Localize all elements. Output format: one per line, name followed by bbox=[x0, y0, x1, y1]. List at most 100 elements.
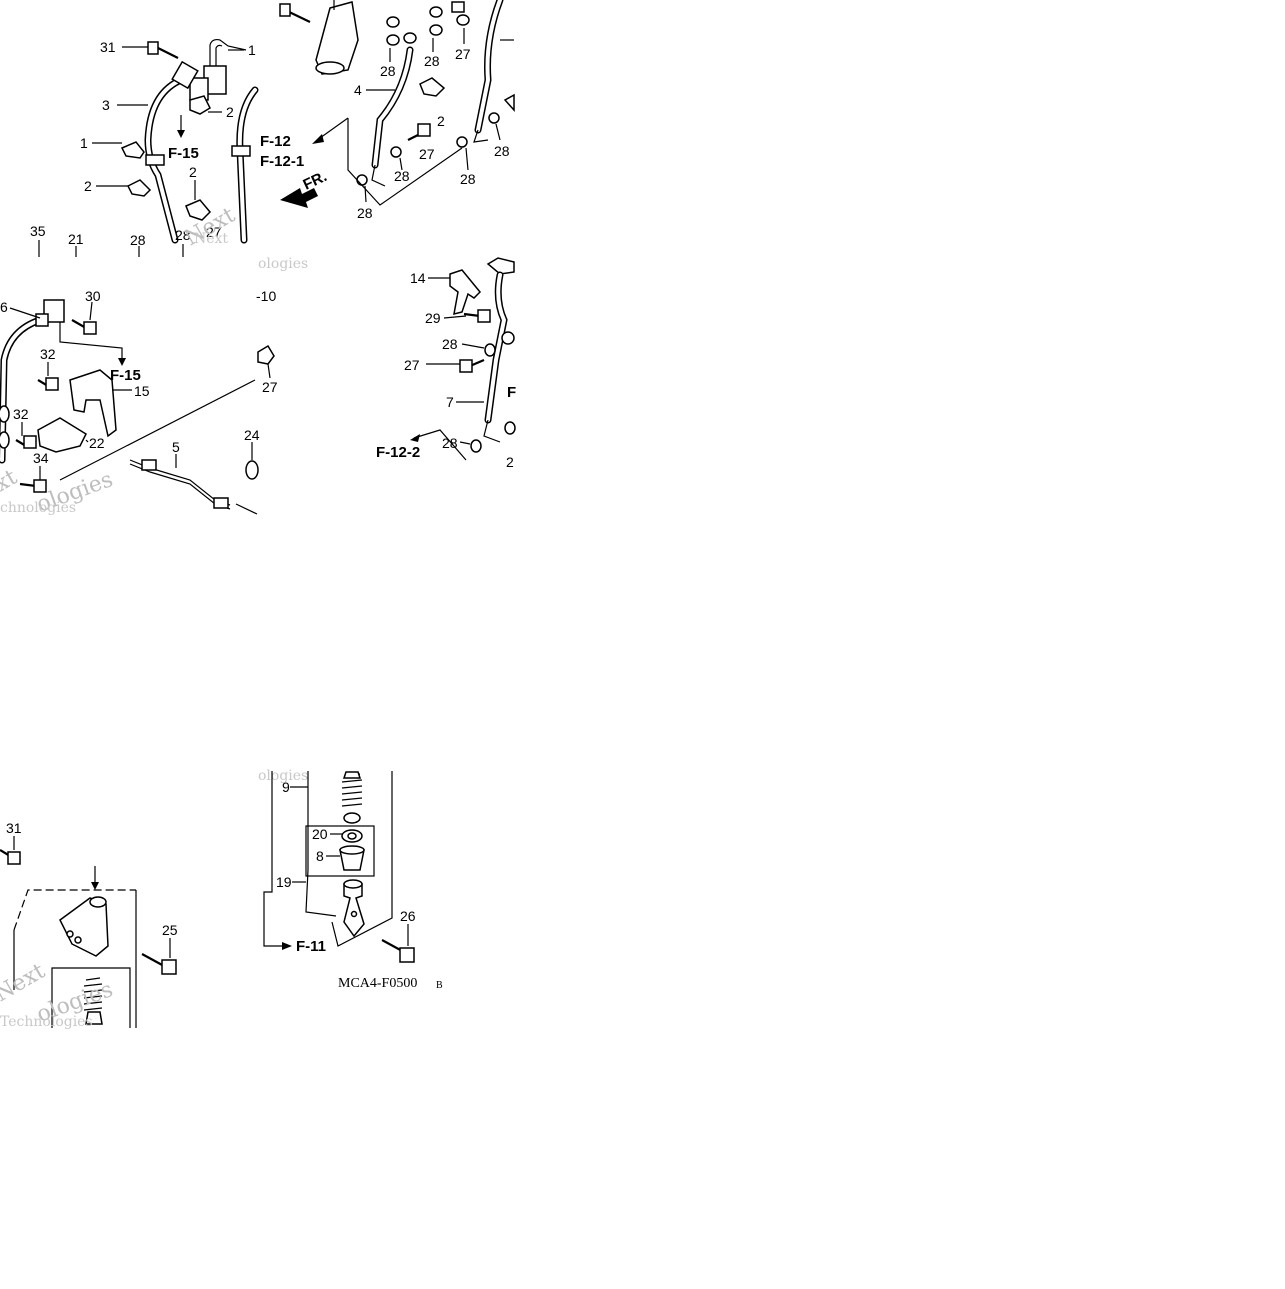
tile-mid-right: 14 29 28 27 7 28 2 F-12-2 F bbox=[376, 257, 516, 470]
bleeder-27-icon bbox=[257, 344, 275, 365]
callout-7: 7 bbox=[446, 394, 454, 410]
callout-5: 5 bbox=[172, 439, 180, 455]
callout-27-c: 27 bbox=[419, 146, 435, 162]
bolt-27-icon bbox=[407, 123, 431, 141]
tile-mid-left: 6 30 -10 32 15 27 32 22 24 5 34 F-15 xt … bbox=[0, 288, 278, 518]
ref-f15-mid: F-15 bbox=[110, 367, 141, 384]
bolt-29-icon bbox=[463, 309, 491, 323]
callout-1-cut: 1 bbox=[248, 42, 256, 58]
front-direction-arrow-icon bbox=[280, 188, 318, 208]
ring-icon bbox=[343, 812, 361, 824]
washer-icon bbox=[386, 16, 400, 28]
hose-band-icon bbox=[145, 154, 165, 166]
spring-icon bbox=[83, 977, 103, 1025]
bolt-30-icon bbox=[71, 319, 97, 335]
callout-9: 9 bbox=[282, 779, 290, 795]
tile-top-left: 31 1 3 2 2 1 2 27 35 21 28 28 F-15 Next … bbox=[30, 38, 259, 257]
watermark-next-bottom: Next bbox=[0, 959, 49, 1007]
tile-bottom-left: 31 25 Next ologies Technologies bbox=[0, 820, 178, 1030]
clip-1-icon bbox=[120, 141, 145, 159]
callout-28-f: 28 bbox=[394, 168, 410, 184]
bracket-22-icon bbox=[37, 417, 87, 453]
ref-fr: FR. bbox=[301, 168, 330, 194]
callout-27-b: 27 bbox=[455, 46, 471, 62]
callout-27: 27 bbox=[206, 224, 222, 240]
proportioning-valve-icon bbox=[315, 1, 359, 75]
ref-f11: F-11 bbox=[296, 938, 326, 955]
callout-28-c: 28 bbox=[380, 63, 396, 79]
clip-2b-icon bbox=[189, 95, 211, 115]
callout-25: 25 bbox=[162, 922, 178, 938]
seal-kit-frame bbox=[305, 825, 375, 877]
tile-top-right: FR. F-12 F-12-1 28 28 27 4 2 27 28 28 28… bbox=[258, 0, 515, 272]
bracket-14-icon bbox=[449, 269, 482, 316]
svg-text:Next: Next bbox=[194, 231, 228, 247]
callout-28-b: 28 bbox=[175, 227, 191, 243]
clip-2d-icon bbox=[419, 77, 446, 97]
callout-15: 15 bbox=[134, 383, 150, 399]
callout-2-left: 2 bbox=[84, 178, 92, 194]
callout-10: -10 bbox=[256, 288, 276, 304]
hose-fitting-icon bbox=[171, 60, 199, 90]
callout-2-d: 2 bbox=[437, 113, 445, 129]
bracket-15-icon bbox=[69, 369, 117, 438]
callout-19: 19 bbox=[276, 874, 292, 890]
callout-31-b: 31 bbox=[6, 820, 22, 836]
callout-21: 21 bbox=[68, 231, 84, 247]
watermark-ologies-top: ologies bbox=[258, 256, 308, 272]
bolt-32-icon bbox=[37, 377, 59, 391]
callout-8: 8 bbox=[316, 848, 324, 864]
bolt-31-icon bbox=[122, 41, 179, 59]
callout-27-e: 27 bbox=[404, 357, 420, 373]
bolt-26-icon bbox=[381, 939, 415, 963]
callout-22: 22 bbox=[89, 435, 105, 451]
washer-28-icon bbox=[484, 343, 496, 357]
callout-29: 29 bbox=[425, 310, 441, 326]
watermark-ologies-bottom: ologies bbox=[258, 768, 308, 784]
hose-block-icon bbox=[43, 299, 65, 323]
pipe-clip-bracket-icon bbox=[189, 38, 247, 101]
washer-24-icon bbox=[245, 460, 259, 480]
tile-bottom-middle: ologies 9 bbox=[258, 768, 443, 991]
ref-f12-2: F-12-2 bbox=[376, 444, 420, 461]
watermark-chnologies: chnologies bbox=[0, 500, 76, 516]
callout-27-d: 27 bbox=[262, 379, 278, 395]
callout-2-e: 2 bbox=[506, 454, 514, 470]
ref-f12-1: F-12-1 bbox=[260, 153, 304, 170]
callout-20: 20 bbox=[312, 826, 328, 842]
watermark-technologies: Technologies bbox=[0, 1014, 93, 1030]
clip-2-icon bbox=[126, 179, 152, 197]
spring-9-icon bbox=[341, 771, 363, 807]
watermark-xt: xt bbox=[0, 465, 22, 497]
callout-14: 14 bbox=[410, 270, 426, 286]
callout-2-lower: 2 bbox=[189, 164, 197, 180]
callout-34: 34 bbox=[33, 450, 49, 466]
callout-28-g: 28 bbox=[460, 171, 476, 187]
callout-28-i: 28 bbox=[442, 336, 458, 352]
callout-4: 4 bbox=[354, 82, 362, 98]
ref-f15-top: F-15 bbox=[168, 145, 199, 162]
bolt-32b-icon bbox=[15, 435, 37, 449]
callout-28-h: 28 bbox=[357, 205, 373, 221]
callout-31: 31 bbox=[100, 39, 116, 55]
bolt-31b-icon bbox=[0, 849, 21, 865]
bolt-top-icon bbox=[279, 3, 311, 23]
callout-30: 30 bbox=[85, 288, 101, 304]
callout-26: 26 bbox=[400, 908, 416, 924]
clip-2c-icon bbox=[185, 199, 212, 221]
callout-1: 1 bbox=[80, 135, 88, 151]
callout-32: 32 bbox=[40, 346, 56, 362]
bolt-27e-icon bbox=[459, 358, 485, 373]
callout-6: 6 bbox=[0, 299, 8, 315]
callout-32-b: 32 bbox=[13, 406, 29, 422]
piston-icon bbox=[343, 883, 365, 938]
callout-28-d: 28 bbox=[424, 53, 440, 69]
ref-f12: F-12 bbox=[260, 133, 291, 150]
ref-f-cut: F bbox=[507, 384, 516, 401]
callout-28: 28 bbox=[130, 232, 146, 248]
bolt-25-icon bbox=[141, 953, 177, 975]
callout-35: 35 bbox=[30, 223, 46, 239]
diagram-code: MCA4-F0500 bbox=[338, 976, 417, 991]
